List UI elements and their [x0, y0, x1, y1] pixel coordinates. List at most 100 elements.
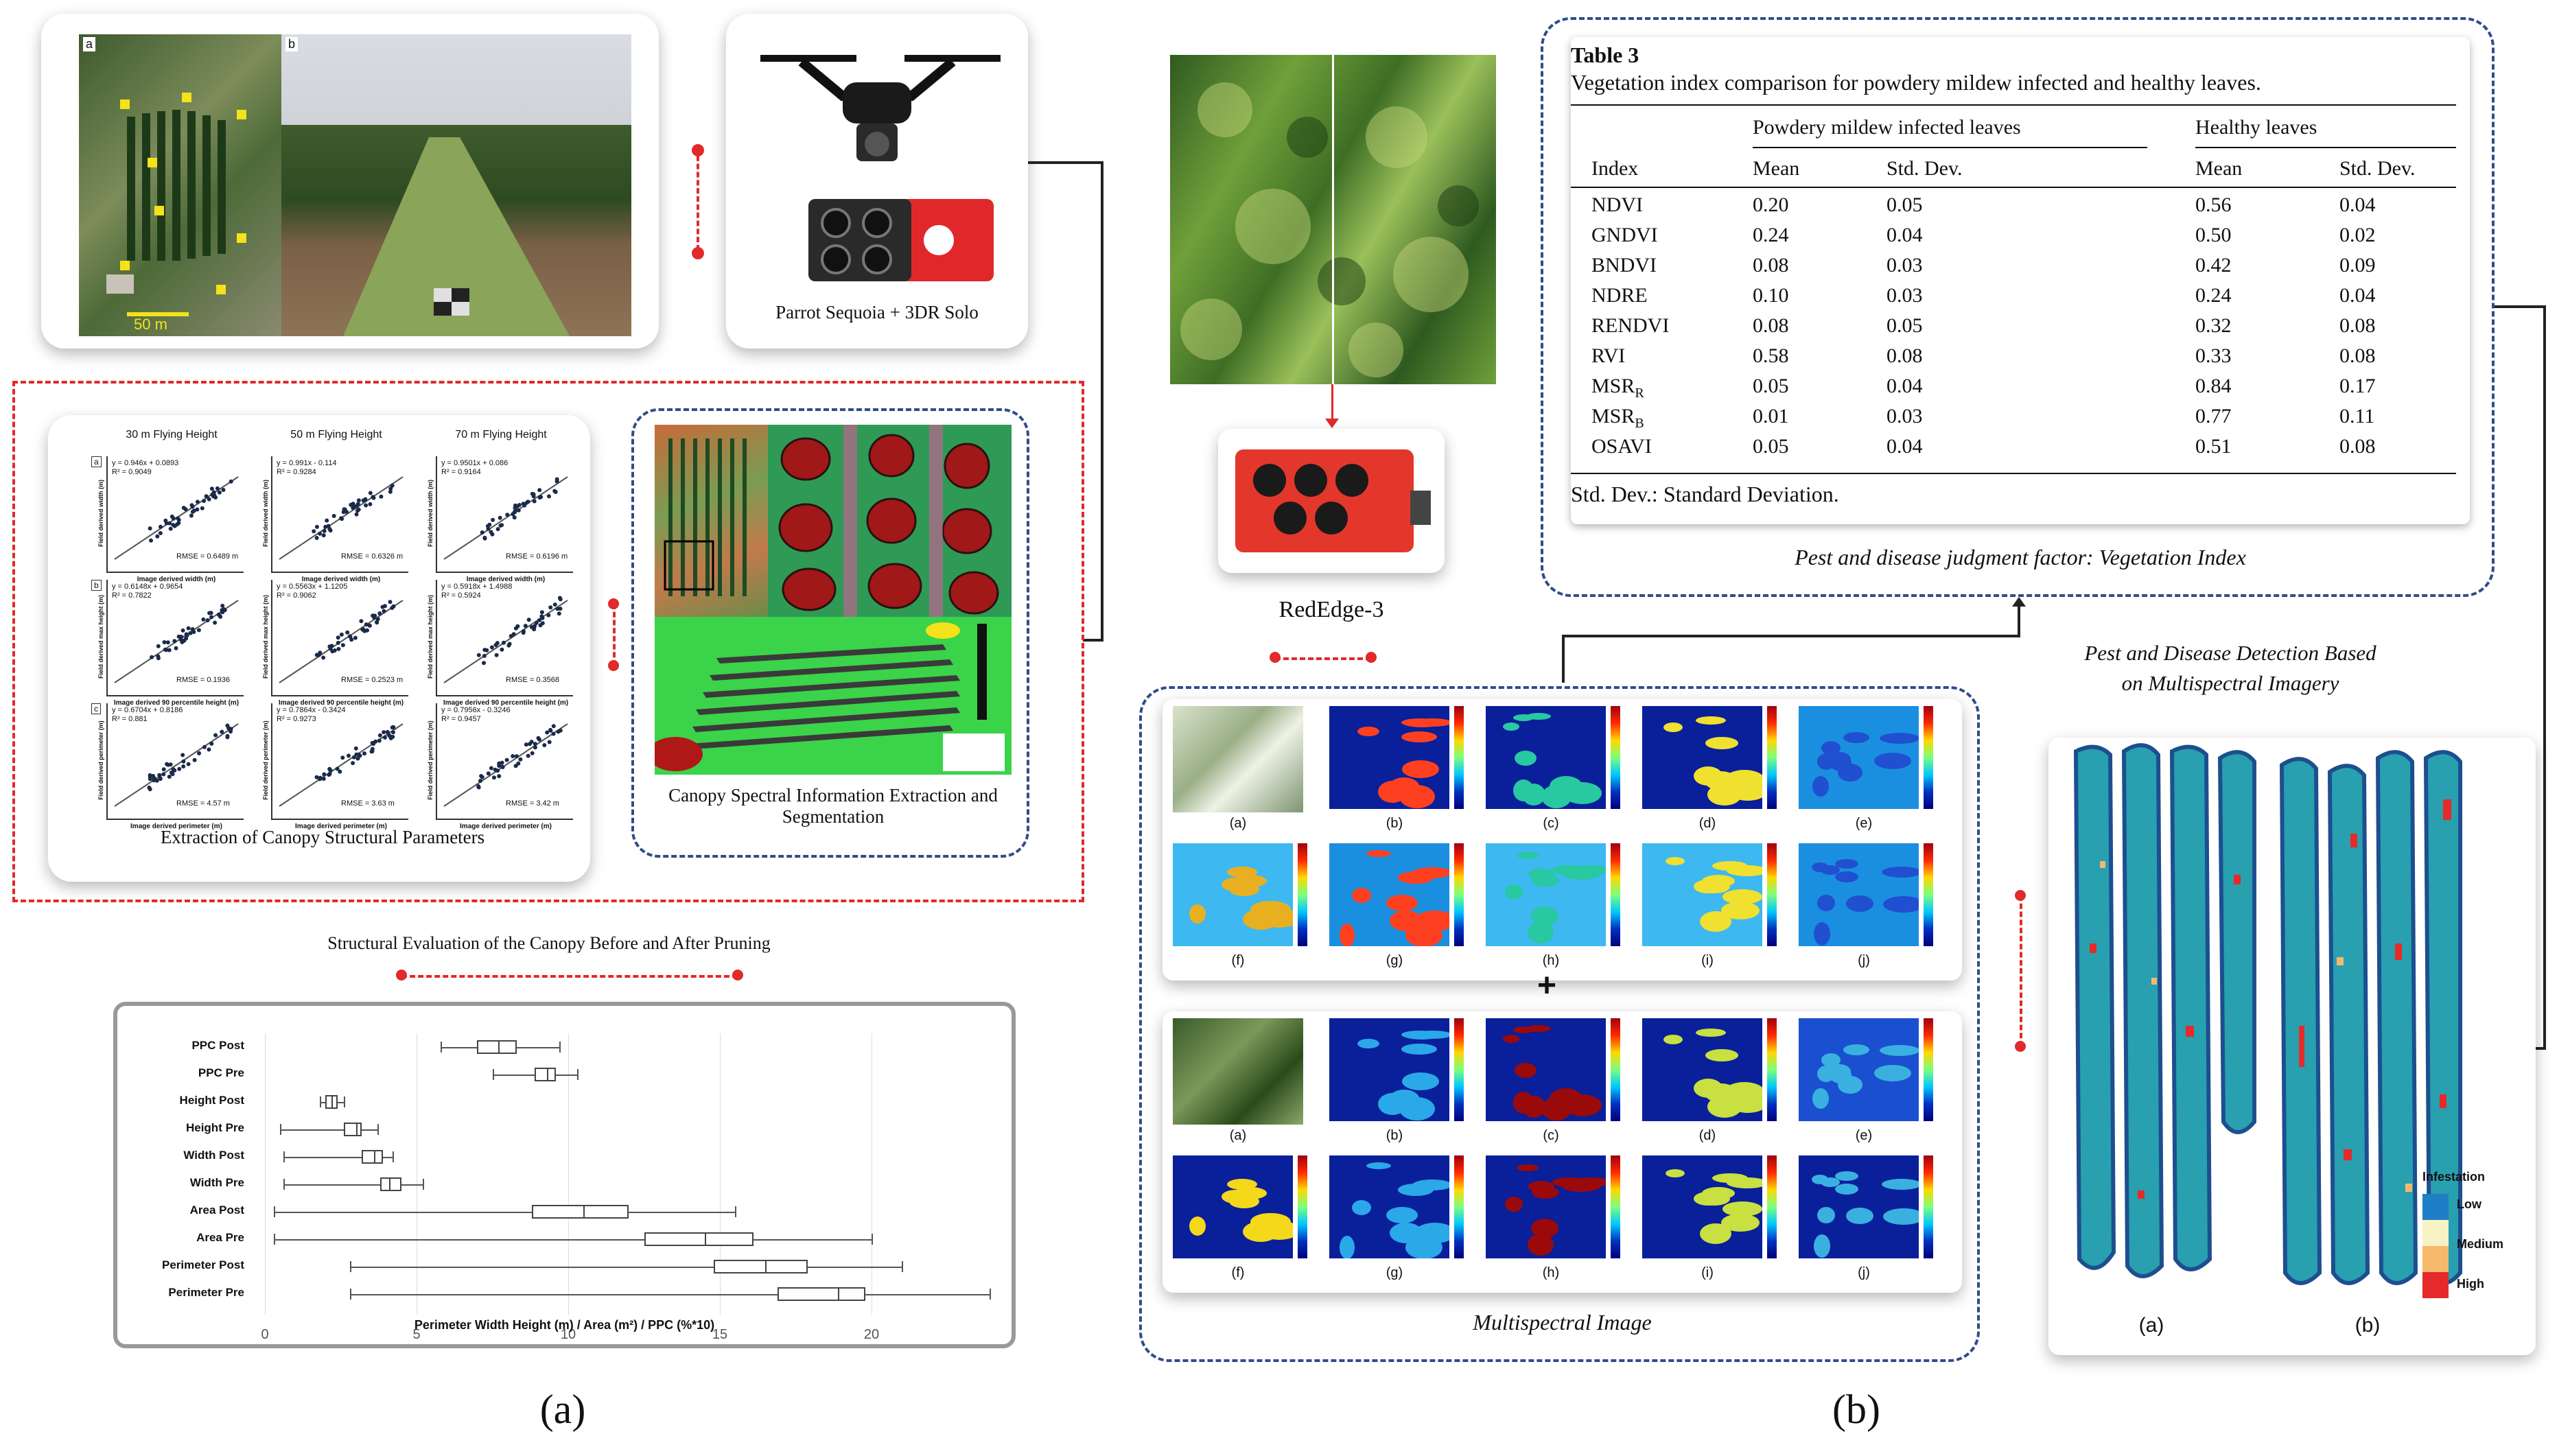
- table-value-cell: 0.77: [2195, 405, 2232, 427]
- scatter-xlabel: Image derived perimeter (m): [130, 823, 222, 830]
- leaf-blob: [1817, 895, 1835, 911]
- scatter-point: [174, 646, 178, 650]
- scatter-point: [498, 524, 503, 528]
- scatter-point: [186, 626, 191, 631]
- scatter-point: [388, 486, 393, 491]
- table-value-cell: 0.42: [2195, 254, 2232, 277]
- map-label-a: (a): [2138, 1314, 2164, 1337]
- box-iqr: [777, 1287, 866, 1301]
- scatter-point: [476, 785, 481, 790]
- scatter-point: [551, 724, 556, 729]
- scatter-point: [526, 753, 530, 758]
- scatter-point: [383, 604, 387, 609]
- scatter-point: [500, 764, 505, 769]
- table-index-cell: OSAVI: [1591, 435, 1652, 458]
- table-index-cell: GNDVI: [1591, 224, 1658, 246]
- leaf-blob: [1398, 871, 1434, 884]
- scatter-point: [347, 753, 351, 758]
- ms-image-cell: (d): [1642, 706, 1790, 836]
- scatter-point: [188, 631, 193, 635]
- scatter-point: [505, 513, 510, 517]
- leaf-shapes: [1357, 718, 1449, 808]
- whisker-cap: [283, 1151, 285, 1162]
- red-dot: [1366, 652, 1377, 663]
- scatter-point: [489, 766, 493, 771]
- scatter-point: [513, 508, 518, 513]
- ms-image-label: (h): [1542, 953, 1560, 968]
- scatter-point: [358, 753, 362, 758]
- arrow-head: [1325, 419, 1339, 428]
- leaf-blob: [1817, 1207, 1835, 1223]
- scatter-point: [497, 761, 502, 766]
- table-index-cell: RENDVI: [1591, 314, 1670, 337]
- leaf-blob: [1562, 869, 1600, 880]
- scatter-point: [221, 488, 226, 492]
- table-value-cell: 0.08: [1753, 314, 1789, 337]
- scatter-xlabel: Image derived width (m): [137, 576, 216, 583]
- scatter-point: [182, 638, 187, 643]
- scatter-point: [516, 508, 521, 513]
- scatter-row-label: c: [91, 703, 101, 714]
- scatter-xlabel: Image derived 90 percentile height (m): [443, 699, 569, 707]
- leaf-blob: [1846, 1208, 1873, 1224]
- index-heatmap: [1329, 1155, 1449, 1258]
- colorbar: [1611, 843, 1620, 946]
- box-iqr: [644, 1232, 754, 1246]
- leaf-shapes: [1666, 1169, 1762, 1244]
- subscript: R: [1635, 386, 1644, 401]
- scatter-point: [538, 623, 543, 628]
- rmse-label: RMSE = 3.63 m: [341, 799, 395, 808]
- ms-image-label: (i): [1701, 1265, 1714, 1280]
- table-value-cell: 0.51: [2195, 435, 2232, 458]
- rmse-label: RMSE = 4.57 m: [176, 799, 230, 808]
- scatter-point: [158, 777, 163, 782]
- category-label: Perimeter Pre: [168, 1286, 244, 1299]
- leaf-blob: [1366, 850, 1391, 857]
- structural-caption: Extraction of Canopy Structural Paramete…: [160, 827, 485, 847]
- rmse-label: RMSE = 0.3568: [506, 676, 559, 684]
- scatter-point: [167, 775, 172, 779]
- scatter-point: [176, 516, 180, 521]
- ms-grid-bottom: (a)(b)(c)(d)(e)(f)(g)(h)(i)(j): [1163, 1011, 1962, 1293]
- whisker-cap: [735, 1206, 737, 1217]
- scatter-point: [546, 613, 551, 618]
- structural-params-card: 30 m Flying Height 50 m Flying Height 70…: [48, 415, 590, 882]
- scatter-point: [217, 490, 222, 495]
- ms-image-cell: (h): [1486, 1155, 1633, 1286]
- leaf-blob: [1388, 777, 1420, 798]
- colorbar: [1924, 843, 1933, 946]
- ms-image-label: (a): [1229, 816, 1247, 831]
- scatter-xlabel: Image derived perimeter (m): [295, 823, 387, 830]
- scatter-point: [554, 479, 559, 484]
- scatter-point: [154, 778, 159, 783]
- x-tick-label: 10: [560, 1327, 576, 1342]
- ms-image-cell: (h): [1486, 843, 1633, 974]
- panel-b-label: (b): [1832, 1387, 1880, 1432]
- scatter-point: [370, 747, 375, 751]
- whisker-cap: [422, 1179, 424, 1190]
- scatter-point: [513, 503, 517, 508]
- table-value-cell: 0.33: [2195, 344, 2232, 367]
- ms-image-label: (d): [1698, 816, 1716, 831]
- plus-sign: +: [1537, 967, 1557, 1004]
- leaf-blob: [1696, 716, 1726, 725]
- scatter-point: [180, 628, 185, 633]
- leaf-blob: [1563, 1094, 1602, 1116]
- scatter-point: [354, 512, 359, 517]
- box-iqr: [535, 1068, 557, 1081]
- red-dot: [2015, 890, 2026, 901]
- category-label: Perimeter Post: [162, 1258, 244, 1271]
- leaf-blob: [1505, 884, 1523, 900]
- scatter-point: [523, 624, 528, 629]
- scatter-point: [351, 502, 355, 506]
- regression-equation: y = 0.991x - 0.114 R² = 0.9284: [277, 459, 337, 476]
- scatter-point: [321, 533, 326, 538]
- scatter-point: [521, 502, 526, 506]
- legend-swatch-midlow: [2422, 1220, 2449, 1246]
- ms-image-cell: (a): [1173, 1018, 1320, 1149]
- leaf-blob: [1843, 732, 1869, 743]
- vegetation-index-table-card: Table 3 Vegetation index comparison for …: [1541, 17, 2495, 597]
- scatter-point: [190, 509, 195, 514]
- scatter-point: [558, 597, 563, 602]
